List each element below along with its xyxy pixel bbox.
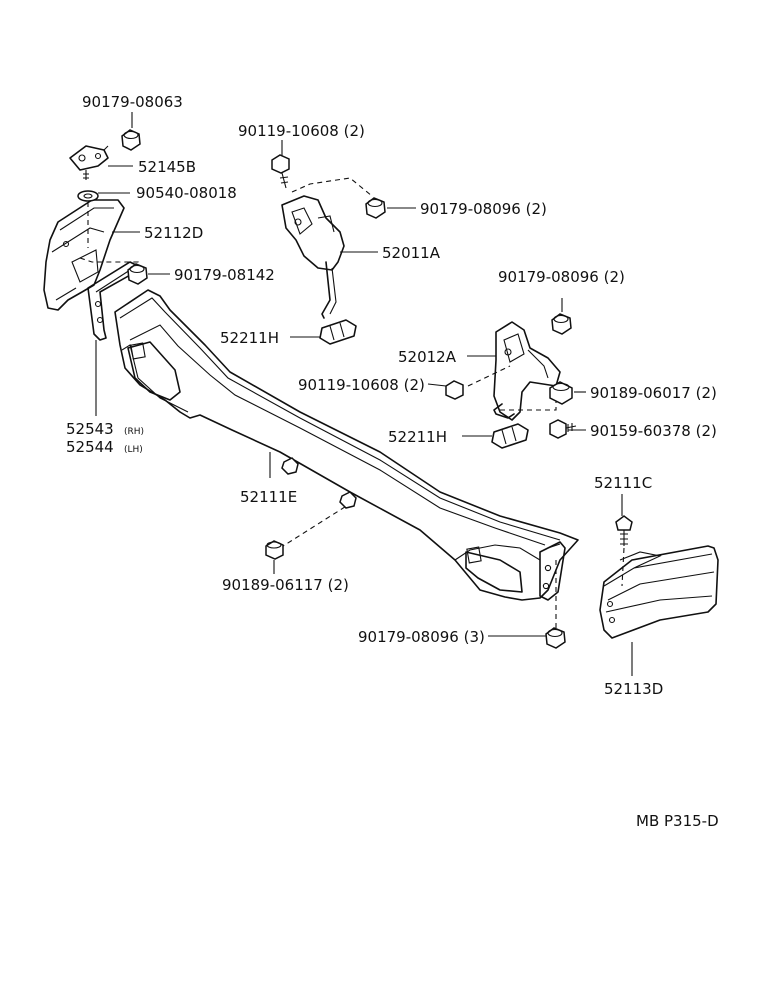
bracket-52012a <box>445 313 577 439</box>
label-90179-08063: 90179-08063 <box>82 93 183 111</box>
diagram-reference-code: MB P315-D <box>636 812 719 830</box>
bracket-52011a <box>271 154 386 319</box>
label-52011a: 52011A <box>382 244 441 262</box>
label-52544: 52544 <box>66 438 114 456</box>
clip-52211h-mid <box>491 423 529 449</box>
end-cap-52113d <box>599 545 719 639</box>
bumper-bar-52111e <box>114 289 579 628</box>
label-52543-suffix: (RH) <box>124 427 144 437</box>
label-52012a: 52012A <box>398 348 457 366</box>
label-90179-08096-top: 90179-08096 (2) <box>420 200 547 218</box>
label-90179-08142: 90179-08142 <box>174 266 275 284</box>
label-52112d: 52112D <box>144 224 203 242</box>
label-90119-10608-top: 90119-10608 (2) <box>238 122 365 140</box>
label-52211h-top: 52211H <box>220 329 279 347</box>
label-90179-08096-mid: 90179-08096 (2) <box>498 268 625 286</box>
label-52111e: 52111E <box>240 488 297 506</box>
label-52544-suffix: (LH) <box>124 445 143 455</box>
clip-52211h-top <box>319 319 357 345</box>
label-52543: 52543 <box>66 420 114 438</box>
screw-52111c <box>615 515 633 587</box>
nut-90179-08096-bottom <box>545 627 566 649</box>
label-90189-06117: 90189-06117 (2) <box>222 576 349 594</box>
label-90189-06017: 90189-06017 (2) <box>590 384 717 402</box>
label-52211h-mid: 52211H <box>388 428 447 446</box>
leader-lines <box>95 112 633 676</box>
washer-90540-08018 <box>77 190 99 248</box>
bracket-52145b <box>69 145 109 180</box>
label-52145b: 52145B <box>138 158 196 176</box>
label-52113d: 52113D <box>604 680 663 698</box>
label-90159-60378: 90159-60378 (2) <box>590 422 717 440</box>
nut-90179-08142 <box>127 263 148 285</box>
label-90119-10608-mid: 90119-10608 (2) <box>298 376 425 394</box>
label-90179-08096-bottom: 90179-08096 (3) <box>358 628 485 646</box>
end-cap-52112d <box>43 199 125 311</box>
bolt-90189-06117 <box>265 540 284 560</box>
label-90540-08018: 90540-08018 <box>136 184 237 202</box>
label-52111c: 52111C <box>594 474 652 492</box>
nut-90179-08063 <box>121 129 141 151</box>
